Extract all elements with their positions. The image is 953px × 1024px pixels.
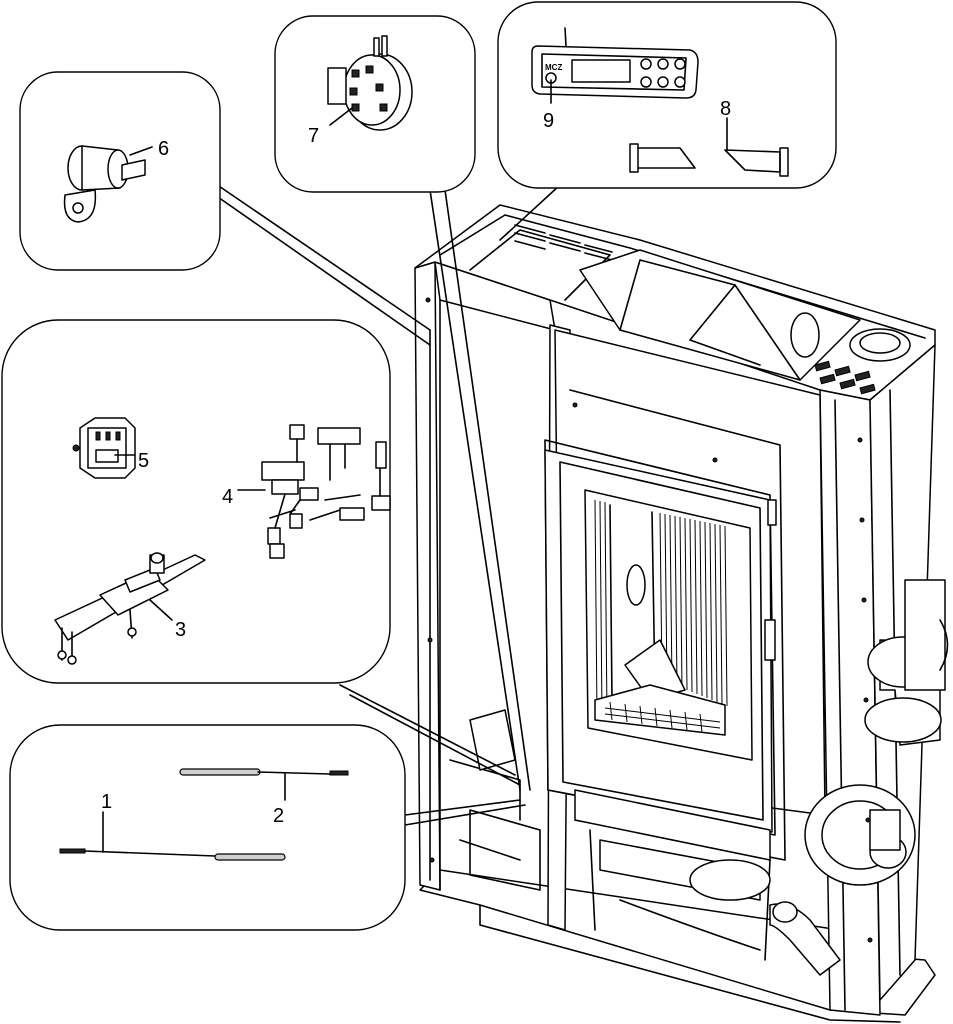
detail-bubble-8-9: MCZ 9 8 <box>497 1 837 189</box>
pressure-switch-part <box>327 35 413 131</box>
callout-5: 5 <box>138 450 149 472</box>
grate-slots <box>604 701 721 733</box>
callout-7: 7 <box>308 125 319 147</box>
thermostat-part <box>63 145 146 223</box>
callout-2: 2 <box>273 805 284 827</box>
panel-brand-label: MCZ <box>545 63 562 72</box>
smoke-extractor-fan <box>804 784 916 886</box>
ribbon-cable-part-a <box>629 143 696 173</box>
control-panel-part: MCZ <box>531 27 699 99</box>
detail-bubble-7: 7 <box>274 15 476 193</box>
detail-bubble-1-2: 2 1 <box>9 724 406 931</box>
detail-bubble-3-4-5: 5 4 <box>1 319 391 684</box>
callout-6: 6 <box>158 138 169 160</box>
exhaust-elbow <box>864 579 949 746</box>
top-control-keys <box>814 360 876 395</box>
hopper-opening <box>579 249 861 381</box>
callout-1: 1 <box>101 791 112 813</box>
door-hinge-upper <box>764 619 776 661</box>
air-inlet-port <box>626 564 646 606</box>
callout-3: 3 <box>175 619 186 641</box>
ash-grate <box>594 684 726 736</box>
door-hinge-lower <box>767 499 777 526</box>
frame-screws <box>425 297 873 943</box>
detail-bubble-6: 6 <box>19 71 221 271</box>
lower-internals <box>449 709 771 951</box>
air-intake-pipe <box>769 901 841 976</box>
leader-lines <box>209 179 561 826</box>
wiring-harness-part <box>261 424 391 559</box>
callout-9: 9 <box>543 110 554 132</box>
probe-part-2 <box>179 768 349 776</box>
callout-8: 8 <box>720 98 731 120</box>
control-board-part <box>54 552 206 665</box>
top-vent-slots <box>514 224 613 261</box>
callout-4: 4 <box>222 486 233 508</box>
stove-body <box>414 204 949 1023</box>
firebox-back-ribs <box>594 499 728 718</box>
left-side-panel <box>414 261 441 891</box>
power-socket-part <box>72 417 136 479</box>
ribbon-cable-part-b <box>724 147 789 177</box>
probe-part-1 <box>59 848 286 861</box>
